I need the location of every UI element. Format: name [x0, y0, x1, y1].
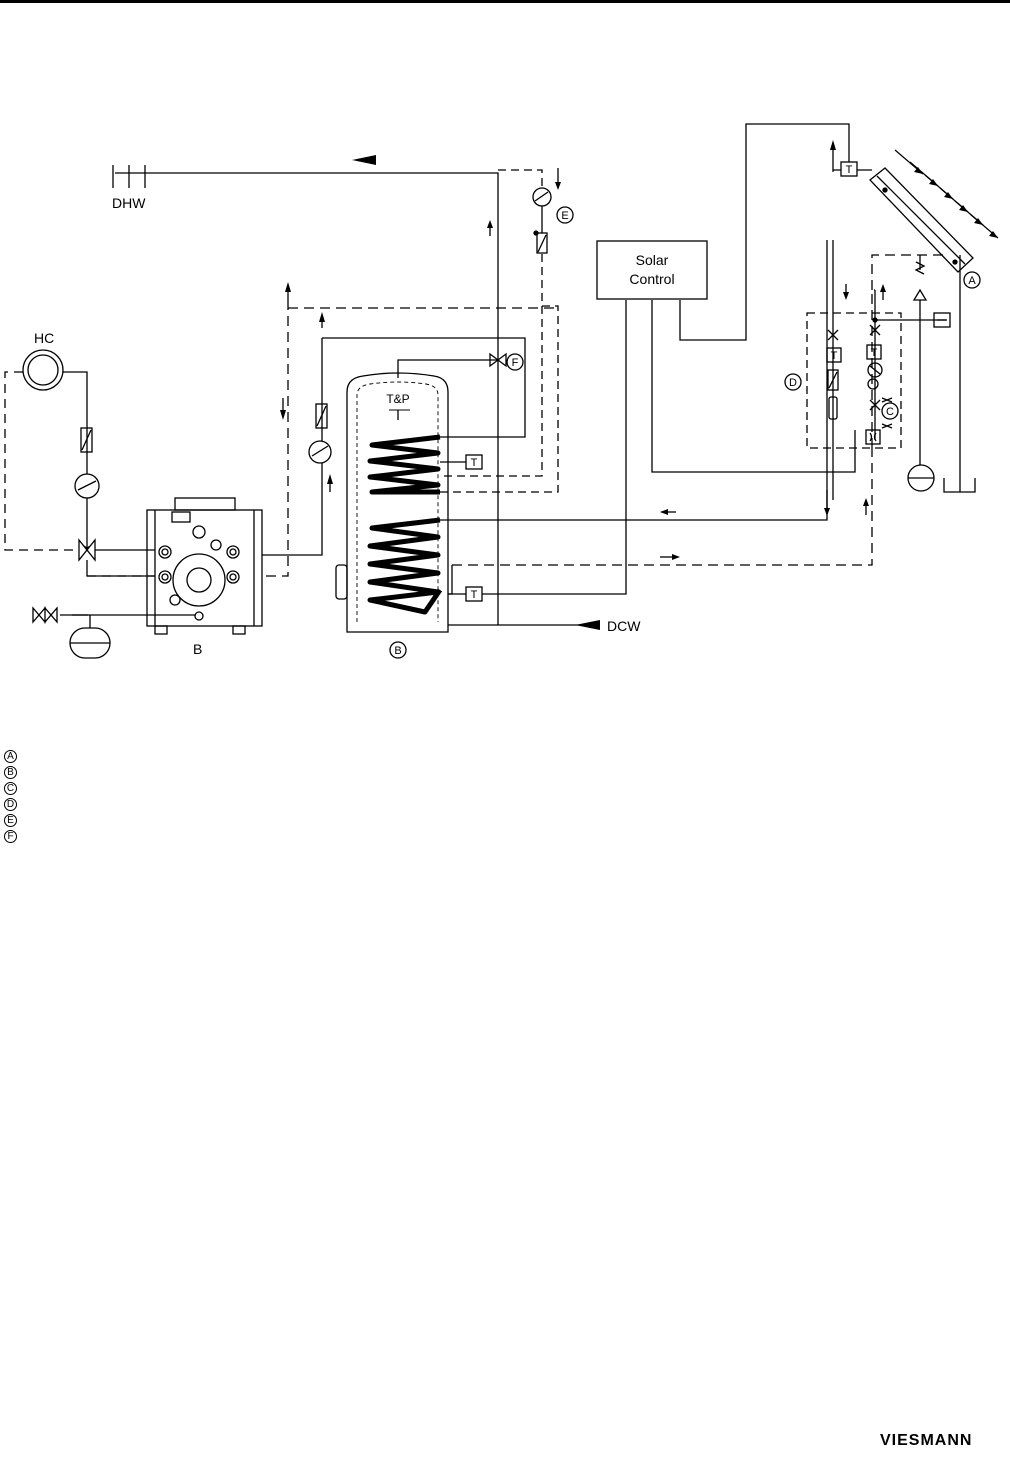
- legend-item: B: [4, 764, 17, 780]
- recirculation-pump-e: [532, 168, 561, 254]
- sensor-t-upper: T: [471, 457, 478, 469]
- legend-badge-f: F: [4, 829, 17, 843]
- legend-item: F: [4, 828, 17, 844]
- marker-f-text: F: [512, 357, 519, 369]
- system-schematic: DHW E: [4, 123, 999, 659]
- solar-supply-dashed: [452, 254, 946, 566]
- legend-badge-b: B: [4, 765, 17, 779]
- sensor-t-station-right: T: [871, 347, 878, 359]
- marker-d-text: D: [789, 377, 797, 389]
- solar-control-box: [596, 240, 708, 300]
- collector: [830, 140, 974, 273]
- flow-arrow-icon: [352, 155, 376, 165]
- label-tp: T&P: [386, 392, 409, 406]
- marker-c-text: C: [886, 406, 894, 418]
- mixing-valve-f: [397, 352, 507, 378]
- legend-item: D: [4, 796, 17, 812]
- boiler-pump-secondary: [308, 403, 332, 464]
- label-hc: HC: [34, 330, 54, 346]
- solar-return-line: [440, 240, 830, 521]
- marker-a: [963, 271, 981, 289]
- viessmann-logo: VIESMANN: [880, 1432, 973, 1449]
- dhw-recirculation-loop: [440, 169, 559, 493]
- pump-station-components: [826, 240, 976, 500]
- legend-badge-d: D: [4, 797, 17, 811]
- boiler: [60, 497, 263, 635]
- marker-e: [556, 206, 574, 224]
- pump-station-d: [806, 312, 902, 449]
- heating-circuit-hc: [22, 349, 155, 577]
- legend-item: A: [4, 748, 17, 764]
- legend-badge-a: A: [4, 749, 17, 763]
- upper-coil-supply: [262, 312, 526, 556]
- label-dcw: DCW: [607, 618, 641, 634]
- heating-supply-dashed: [262, 300, 555, 577]
- label-dhw: DHW: [112, 195, 146, 211]
- sensor-t-lower: T: [471, 589, 478, 601]
- marker-c: [881, 402, 899, 420]
- legend: A B C D E F: [4, 748, 17, 844]
- legend-badge-e: E: [4, 813, 17, 827]
- solar-control-line2: Control: [629, 271, 674, 287]
- legend-item: C: [4, 780, 17, 796]
- solar-control-line1: Solar: [636, 252, 669, 268]
- check-valve-icon: [536, 232, 548, 254]
- storage-tank: [335, 372, 600, 633]
- marker-b-text: B: [394, 645, 401, 657]
- dhw-supply-line: [112, 155, 499, 625]
- top-rule: [0, 0, 1010, 3]
- marker-d: [784, 373, 802, 391]
- expansion-vessel-boiler: [32, 606, 111, 659]
- sensor-t-station-left: T: [831, 350, 838, 362]
- hc-return-dashed: [4, 371, 155, 577]
- marker-e-text: E: [561, 210, 568, 222]
- marker-a-text: A: [968, 275, 976, 287]
- label-boiler: B: [193, 641, 202, 657]
- sensor-t-collector: T: [846, 164, 853, 176]
- marker-b: [389, 641, 407, 659]
- marker-f: [506, 353, 524, 371]
- control-wiring: [482, 123, 856, 595]
- legend-badge-c: C: [4, 781, 17, 795]
- legend-item: E: [4, 812, 17, 828]
- sun-rays: [894, 149, 999, 239]
